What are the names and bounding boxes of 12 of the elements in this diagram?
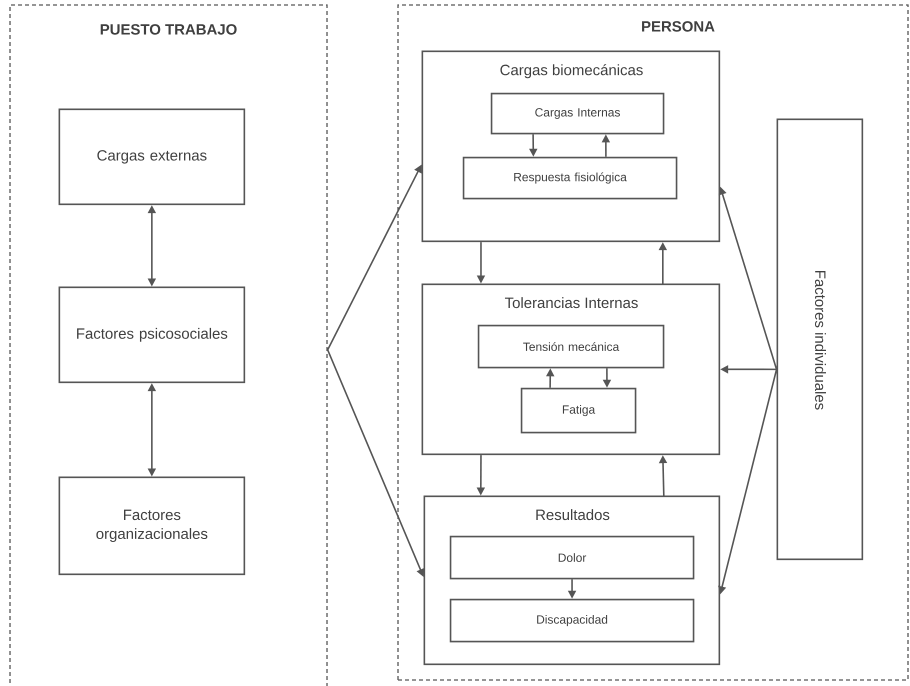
group-title: PERSONA	[642, 21, 715, 32]
process-box: Discapacidad	[450, 598, 694, 642]
group-title: PUESTO TRABAJO	[100, 24, 237, 35]
side-box: Factores individuales	[776, 118, 864, 560]
process-box: Cargas Internas	[490, 92, 664, 134]
process-box: Respuesta fisiológica	[462, 156, 678, 200]
process-box: Cargas externas	[58, 108, 246, 206]
process-box: Tensión mecánica	[478, 324, 664, 368]
process-box: Fatiga	[520, 388, 636, 434]
process-box: Dolor	[450, 536, 694, 580]
process-box: Factores organizacionales	[58, 476, 246, 576]
process-box: Factores psicosociales	[58, 286, 246, 384]
